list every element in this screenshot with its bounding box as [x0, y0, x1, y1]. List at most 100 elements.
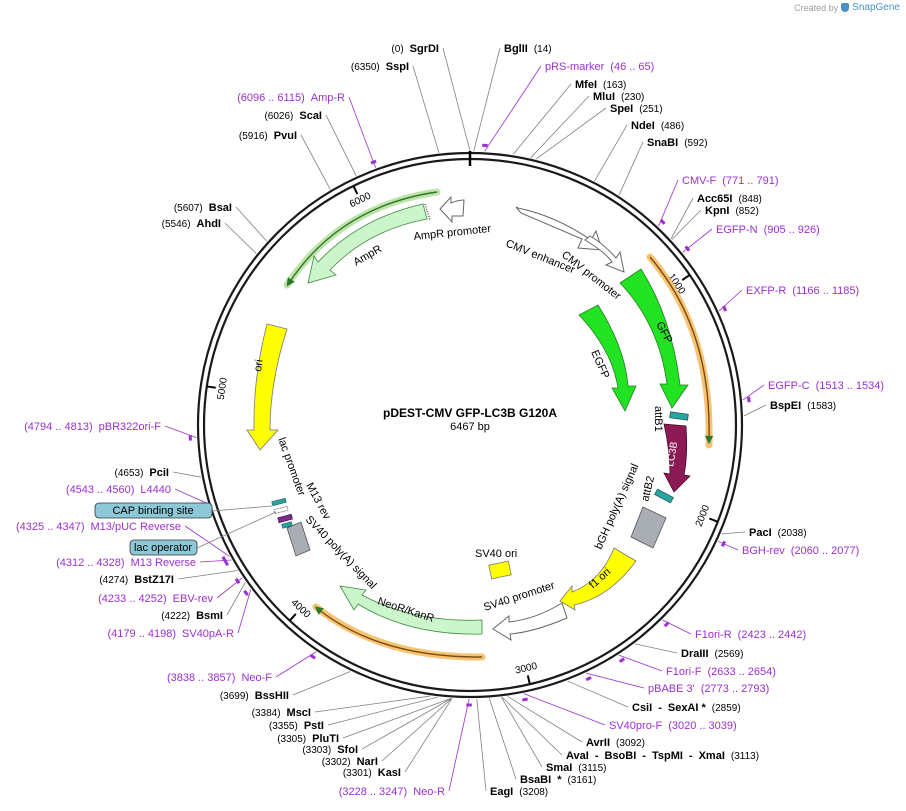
primer-text: pRS-marker	[545, 61, 605, 73]
ruler-tick-mark	[206, 385, 216, 389]
enzyme-name: SfoI	[337, 744, 358, 756]
primer-site-label: EGFP-C(1513 .. 1534)	[768, 380, 884, 392]
restriction-site-label: (5607)BsaI	[174, 202, 232, 214]
restriction-site-label: AvaI-BsoBI-TspMI-XmaI(3113)	[566, 750, 759, 762]
restriction-site-label: (6350)SspI	[351, 61, 409, 73]
credit-prefix: Created by	[794, 2, 839, 13]
restriction-site-label: (3305) PluTI	[277, 733, 339, 745]
primer-text: (2423 .. 2442)	[738, 629, 807, 641]
primer-text: M13 Reverse	[131, 557, 196, 569]
label-leader-line	[658, 179, 679, 227]
enzyme-name: PluTI	[312, 733, 339, 745]
enzyme-name: PstI	[304, 720, 324, 732]
site-position: (5546)	[162, 219, 191, 230]
enzyme-name: -	[595, 750, 599, 762]
label-leader-line	[743, 404, 767, 417]
site-position: (3092)	[616, 738, 645, 749]
site-position: (3305)	[277, 734, 306, 745]
ampr-glow-core	[286, 191, 438, 287]
m13-rev-feature	[271, 497, 287, 507]
enzyme-name: SpeI	[610, 103, 633, 115]
restriction-site-label: (5546)AhdI	[162, 218, 221, 230]
label-leader-line	[327, 696, 438, 726]
site-position: (2859)	[712, 703, 741, 714]
restriction-site-label: (3699)BssHII	[220, 690, 289, 702]
label-leader-line	[226, 581, 246, 616]
primer-site-label: (4233 .. 4252)EBV-rev	[98, 593, 213, 605]
snapgene-credit: Created by SnapGene	[794, 2, 900, 13]
enzyme-name: SexAI *	[668, 702, 707, 714]
ruler-tick-label: 5000	[216, 377, 230, 401]
ruler-tick-label: 3000	[514, 661, 539, 677]
restriction-site-label: (3301)KasI	[343, 767, 401, 779]
site-position: (14)	[534, 44, 552, 55]
ruler-tick-mark	[526, 675, 531, 685]
label-leader-line	[523, 693, 606, 726]
restriction-site-label: KpnI(852)	[705, 205, 759, 217]
primer-text: CMV-F	[682, 175, 717, 187]
label-leader-line	[670, 197, 694, 240]
label-leader-line	[172, 471, 202, 478]
label-leader-line	[586, 672, 645, 689]
label-leader-line	[501, 696, 543, 768]
site-position: (1583)	[807, 401, 836, 412]
primer-text: (2633 .. 2654)	[707, 666, 776, 678]
site-position: (6350)	[351, 62, 380, 73]
enzyme-name: PacI	[749, 527, 772, 539]
primer-site-label: pBABE 3'(2773 .. 2793)	[648, 683, 769, 695]
ruler-tick-label: 2000	[694, 503, 712, 528]
primer-text: (4179 .. 4198)	[108, 628, 177, 640]
primer-text: (771 .. 791)	[722, 175, 778, 187]
primer-site-label: (4543 .. 4560)L4440	[66, 484, 171, 496]
label-leader-line	[618, 141, 644, 196]
primer-text: BGH-rev	[742, 545, 785, 557]
primer-site-label: (4179 .. 4198)SV40pA-R	[108, 628, 235, 640]
enzyme-name: AvrII	[586, 737, 610, 749]
restriction-site-label: NdeI(486)	[631, 120, 684, 132]
primer-text: (3228 .. 3247)	[339, 786, 408, 798]
cap-binding-site-box: CAP binding site	[94, 502, 213, 519]
enzyme-name: DraIII	[681, 648, 709, 660]
plasmid-name: pDEST-CMV GFP-LC3B G120A	[383, 406, 557, 420]
restriction-site-label: (3384)MscI	[252, 707, 311, 719]
site-position: (4653)	[115, 468, 144, 479]
site-position: (2569)	[715, 649, 744, 660]
primer-binding-mark	[684, 245, 691, 252]
restriction-site-label: (3302)NarI	[322, 756, 378, 768]
primer-site-label: pRS-marker(46 .. 65)	[545, 61, 654, 73]
enzyme-name: BsaI	[209, 202, 232, 214]
restriction-site-label: SpeI(251)	[610, 103, 663, 115]
primer-text: (4325 .. 4347)	[16, 521, 85, 533]
primer-site-label: BGH-rev(2060 .. 2077)	[742, 545, 859, 557]
enzyme-name: AvaI	[566, 750, 589, 762]
lac-operator-feature	[273, 505, 289, 515]
primer-text: (6096 .. 6115)	[237, 92, 305, 104]
site-position: (592)	[684, 138, 707, 149]
restriction-site-label: BsaBI*(3161)	[520, 774, 596, 786]
restriction-site-label: SnaBI(592)	[647, 137, 708, 149]
ori-label: ori	[252, 359, 266, 373]
enzyme-name: BsaBI	[520, 774, 551, 786]
enzyme-name: BstZ17I	[134, 574, 174, 586]
primer-text: F1ori-R	[695, 629, 732, 641]
label-leader-line	[488, 698, 517, 780]
label-leader-line	[594, 124, 628, 182]
restriction-site-label: BspEI(1583)	[770, 400, 836, 412]
label-leader-line	[473, 47, 501, 152]
label-leader-line	[342, 697, 452, 739]
attb1-feature	[669, 411, 689, 421]
attb2-label: attB2	[639, 475, 657, 503]
lc3b-feature	[663, 423, 691, 493]
primer-binding-mark	[720, 540, 727, 547]
restriction-site-label: (5916)PvuI	[239, 130, 297, 142]
restriction-site-label: MfeI(163)	[575, 79, 626, 91]
label-leader-line	[512, 83, 572, 155]
primer-binding-mark	[585, 676, 592, 682]
primer-text: EBV-rev	[173, 593, 214, 605]
ori-feature	[246, 323, 288, 451]
site-position: (848)	[738, 194, 761, 205]
label-leader-line	[671, 209, 702, 240]
primer-text: L4440	[140, 484, 171, 496]
ampr-promoter-label: AmpR promoter	[413, 223, 492, 243]
